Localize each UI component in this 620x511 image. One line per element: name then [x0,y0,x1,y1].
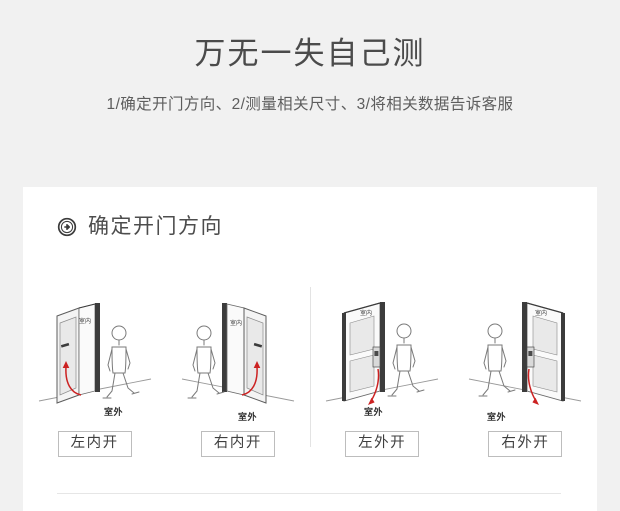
section-header: 确定开门方向 [57,216,223,237]
caption-left-outward: 左外开 [345,431,420,457]
caption-right-inward: 右内开 [200,431,275,457]
caption-right-outward: 右外开 [488,431,563,457]
circle-arrow-right-icon [57,217,77,237]
door-scene-right-inward: 室内 [181,303,294,404]
indoor-label: 室内 [360,309,372,317]
diagram-row: 室内 [23,283,597,473]
direction-card: 确定开门方向 [23,187,597,511]
page-title: 万无一失自己测 [194,36,426,71]
door-scene-right-outward: 室内 [469,302,582,405]
door-scene-left-inward: 室内 [38,303,151,404]
section-title: 确定开门方向 [88,215,223,238]
door-scene-left-outward: 室内 [326,302,439,405]
diagram-group-outward: 室内 [311,283,598,457]
page-subtitle: 1/确定开门方向、2/测量相关尺寸、3/将相关数据告诉客服 [106,96,514,113]
diagram-right-outward: 室内 [465,283,585,457]
indoor-label: 室内 [79,317,91,325]
diagram-left-inward: 室内 [35,283,155,457]
diagram-left-outward: 室内 [322,283,442,457]
indoor-label: 室内 [230,319,242,327]
indoor-label: 室内 [535,309,547,317]
vertical-divider [309,287,311,447]
hero-section: 万无一失自己测 1/确定开门方向、2/测量相关尺寸、3/将相关数据告诉客服 [0,0,620,116]
bottom-divider [57,493,561,494]
caption-left-inward: 左内开 [57,431,132,457]
diagram-group-inward: 室内 [23,283,310,457]
diagram-right-inward: 室内 [178,283,298,457]
